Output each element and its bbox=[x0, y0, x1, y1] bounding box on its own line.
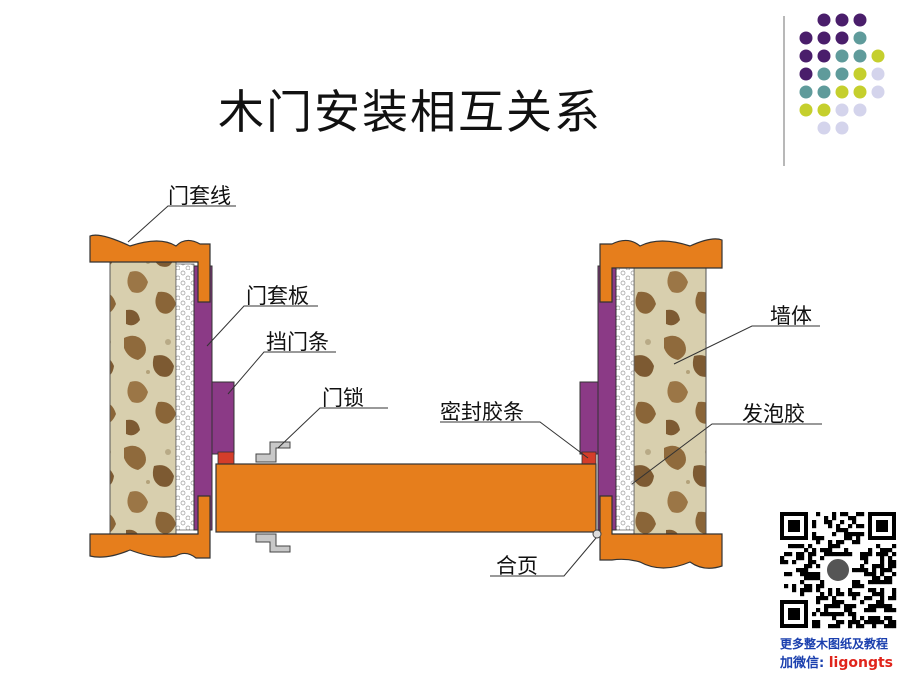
label-hinge: 合页 bbox=[496, 554, 538, 578]
door-leaf bbox=[215, 463, 597, 533]
decor-dot bbox=[871, 49, 885, 63]
decor-dot bbox=[799, 103, 813, 117]
decor-dot bbox=[817, 121, 831, 135]
right-foam bbox=[615, 263, 635, 531]
left-casing-top bbox=[89, 234, 211, 303]
left-seal-strip bbox=[217, 451, 235, 465]
decor-dot bbox=[853, 67, 867, 81]
door-lock-hardware bbox=[255, 441, 291, 553]
label-door-stop: 挡门条 bbox=[266, 330, 329, 354]
decor-dot bbox=[835, 85, 849, 99]
decorative-dot-grid bbox=[799, 13, 885, 135]
right-jamb-board bbox=[597, 265, 617, 531]
decor-dot bbox=[799, 85, 813, 99]
label-seal-strip: 密封胶条 bbox=[440, 400, 524, 424]
label-casing-line: 门套线 bbox=[168, 184, 231, 208]
promo-wechat-id: ligongts bbox=[828, 655, 893, 671]
decor-dot bbox=[799, 49, 813, 63]
decor-dot bbox=[799, 31, 813, 45]
decor-dot bbox=[799, 67, 813, 81]
decor-dot bbox=[871, 67, 885, 81]
left-wall bbox=[109, 261, 177, 535]
decor-dot bbox=[835, 13, 849, 27]
decor-dot bbox=[817, 31, 831, 45]
decor-dot bbox=[835, 31, 849, 45]
decor-dot bbox=[817, 85, 831, 99]
decor-dot bbox=[853, 13, 867, 27]
decor-dot bbox=[817, 103, 831, 117]
decor-dot bbox=[835, 121, 849, 135]
leader-lines bbox=[127, 205, 822, 577]
right-wall bbox=[633, 261, 707, 535]
left-casing-bottom bbox=[89, 495, 211, 559]
right-seal-strip bbox=[581, 451, 597, 465]
right-casing-top bbox=[599, 238, 723, 303]
decor-dot bbox=[853, 49, 867, 63]
left-jamb-assembly bbox=[89, 234, 235, 559]
promo-wechat: 加微信: ligongts bbox=[780, 652, 893, 671]
decor-dot bbox=[835, 67, 849, 81]
right-casing-bottom bbox=[599, 495, 723, 569]
decor-dot bbox=[871, 85, 885, 99]
decor-dot bbox=[853, 103, 867, 117]
left-foam bbox=[175, 263, 195, 531]
label-foam: 发泡胶 bbox=[742, 402, 805, 426]
label-jamb-board: 门套板 bbox=[246, 284, 309, 308]
promo-wechat-prefix: 加微信: bbox=[780, 656, 829, 671]
decor-dot bbox=[835, 103, 849, 117]
label-wall: 墙体 bbox=[770, 304, 812, 328]
page-title: 木门安装相互关系 bbox=[218, 85, 602, 139]
right-jamb-assembly bbox=[579, 238, 723, 569]
label-door-lock: 门锁 bbox=[322, 386, 364, 410]
decor-dot bbox=[853, 31, 867, 45]
hinge-pin bbox=[592, 529, 602, 539]
decor-dot bbox=[853, 85, 867, 99]
decor-dot bbox=[817, 49, 831, 63]
promo-text: 更多整木图纸及教程 bbox=[780, 637, 889, 651]
right-door-stop bbox=[579, 381, 599, 455]
qr-code-image bbox=[780, 512, 897, 629]
left-jamb-board bbox=[193, 265, 213, 531]
left-door-stop bbox=[211, 381, 235, 455]
decor-dot bbox=[835, 49, 849, 63]
decor-dot bbox=[817, 13, 831, 27]
decor-dot bbox=[817, 67, 831, 81]
